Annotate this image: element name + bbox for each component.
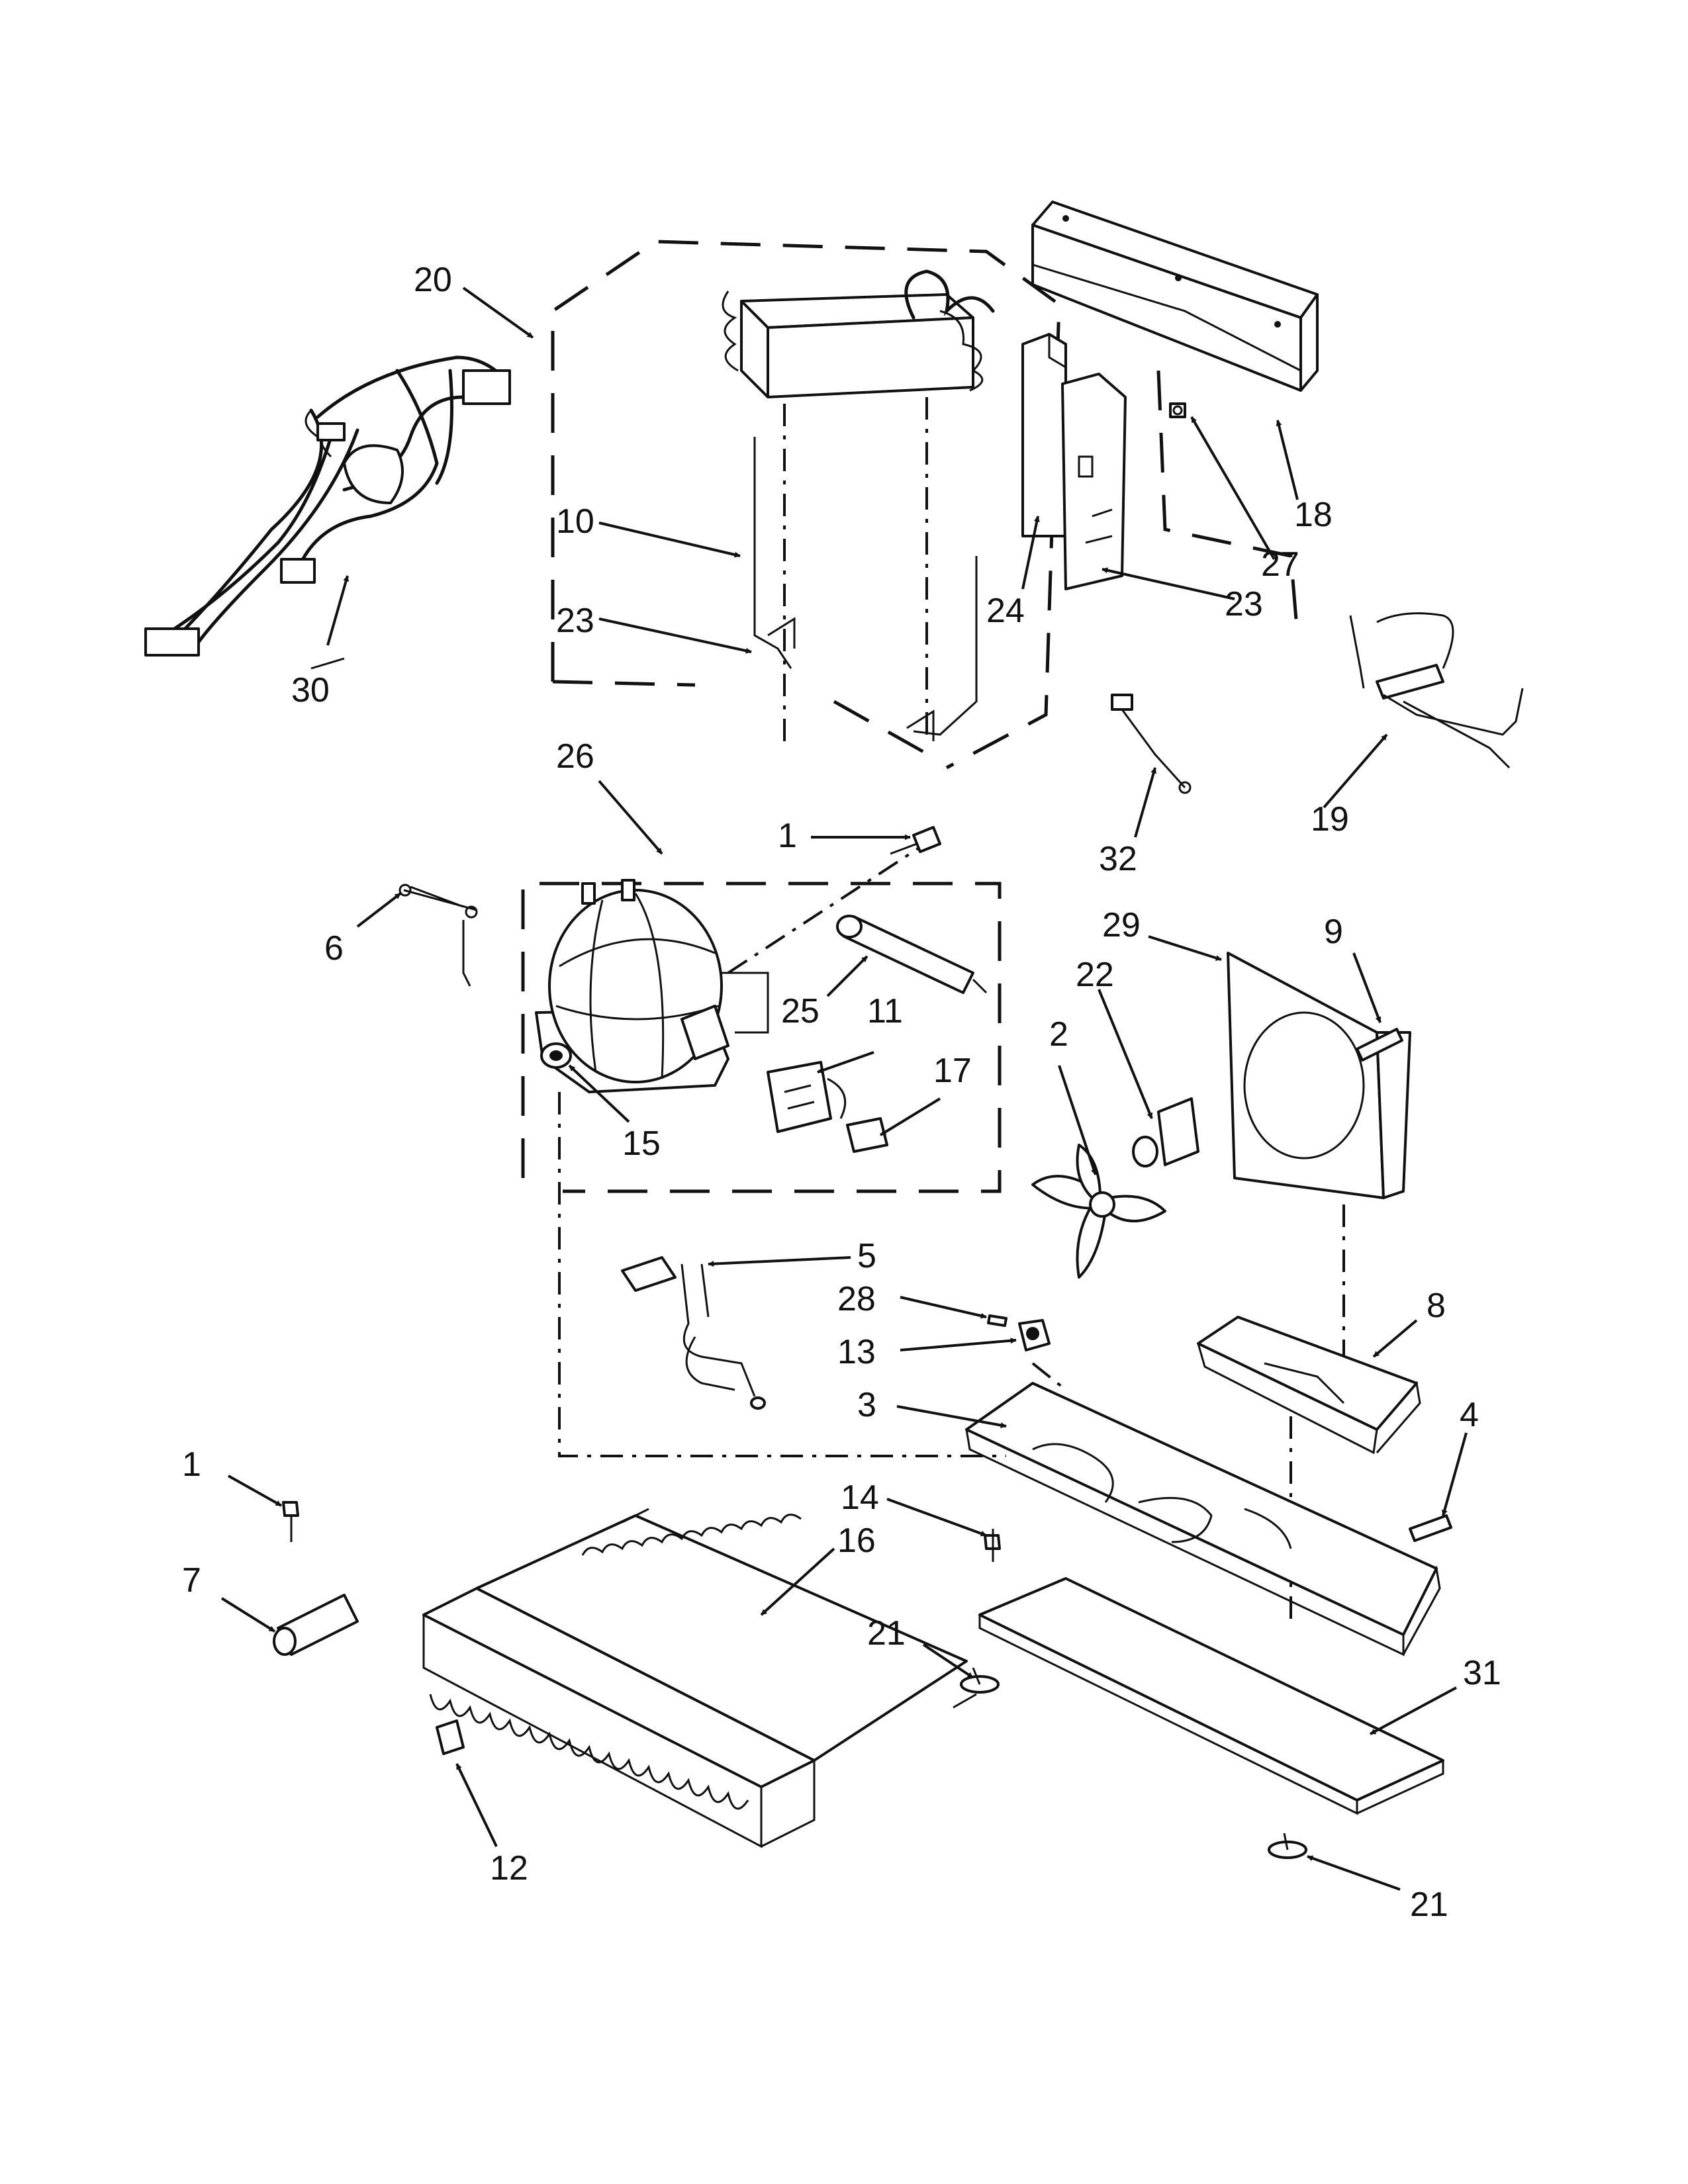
- base-screw: [1409, 1514, 1452, 1542]
- callout-29: 29: [1102, 906, 1141, 944]
- callout-23-right: 23: [1225, 585, 1263, 623]
- callout-26: 26: [556, 737, 594, 776]
- mounting-screw: [984, 1529, 1001, 1562]
- insulation-block: [1021, 333, 1067, 537]
- thermistor: [1111, 694, 1192, 794]
- callout-21-rear: 21: [1410, 1886, 1448, 1924]
- fan-shroud: [1227, 952, 1411, 1199]
- callout-labels: 20 10 23 30 24 23 18 27 19 32 26 1 6 25 …: [182, 261, 1501, 1924]
- start-relay: [767, 1061, 847, 1133]
- callout-15: 15: [622, 1124, 661, 1163]
- cover-plate: [978, 1577, 1444, 1815]
- overload-protector: [846, 1117, 888, 1153]
- callout-31: 31: [1463, 1654, 1501, 1692]
- callout-8: 8: [1427, 1287, 1446, 1325]
- compressor: [535, 879, 769, 1093]
- callout-17: 17: [933, 1052, 972, 1090]
- callout-11: 11: [867, 992, 903, 1030]
- callout-13: 13: [837, 1333, 876, 1371]
- callout-22: 22: [1076, 956, 1114, 994]
- callout-25: 25: [781, 992, 820, 1030]
- callout-14: 14: [841, 1479, 879, 1517]
- leveling-foot-rear: [1268, 1833, 1307, 1859]
- callout-1-upper: 1: [778, 817, 797, 855]
- evaporator-coil: [722, 269, 995, 741]
- callout-16: 16: [837, 1522, 876, 1560]
- mounting-grommet: [1018, 1319, 1051, 1351]
- alignment-lines: [558, 397, 1345, 1621]
- tube-grommet: [273, 1594, 359, 1656]
- spacer: [987, 1314, 1008, 1327]
- leader-arrows: [220, 287, 1468, 1891]
- callout-10: 10: [556, 502, 594, 541]
- drain-tube: [621, 1256, 766, 1410]
- callout-20: 20: [414, 261, 452, 299]
- evaporator-group-boundary: [551, 240, 1299, 770]
- grommet: [540, 1042, 572, 1069]
- callout-23-left: 23: [556, 602, 594, 640]
- callout-9: 9: [1324, 913, 1343, 951]
- evaporator-bracket: [1061, 373, 1127, 590]
- leveling-foot-front: [960, 1667, 1000, 1694]
- drier-tube: [1349, 612, 1524, 769]
- callout-3: 3: [857, 1386, 876, 1424]
- shroud-screw: [1356, 1028, 1403, 1062]
- callout-30: 30: [291, 671, 330, 709]
- callout-6: 6: [324, 929, 344, 968]
- callout-27: 27: [1261, 545, 1299, 584]
- callout-2: 2: [1049, 1015, 1068, 1054]
- duct-cover: [1031, 201, 1319, 392]
- shroud-base: [1197, 1316, 1421, 1455]
- condenser-screw: [282, 1501, 299, 1542]
- wire-clip: [399, 884, 478, 987]
- callout-32: 32: [1099, 840, 1137, 878]
- callout-5: 5: [857, 1237, 876, 1275]
- callout-28: 28: [837, 1280, 876, 1318]
- callout-21-front: 21: [867, 1614, 906, 1653]
- callout-18: 18: [1294, 496, 1333, 534]
- condenser-clip: [436, 1719, 465, 1755]
- fan-blade: [1031, 1144, 1166, 1279]
- callout-7: 7: [182, 1561, 201, 1600]
- compressor-bolt: [890, 826, 941, 855]
- callout-12: 12: [490, 1849, 528, 1888]
- callout-24: 24: [986, 592, 1025, 630]
- callout-1-lower: 1: [182, 1445, 201, 1484]
- base-plate: [965, 1382, 1441, 1657]
- condenser: [422, 1508, 977, 1848]
- screw-clip: [1169, 402, 1186, 418]
- wire-harness: [144, 355, 511, 670]
- callout-19: 19: [1311, 800, 1349, 839]
- filter-drier: [836, 915, 988, 994]
- callout-4: 4: [1460, 1396, 1479, 1434]
- compressor-group-boundary: [521, 882, 1002, 1193]
- fan-motor: [1132, 1097, 1199, 1167]
